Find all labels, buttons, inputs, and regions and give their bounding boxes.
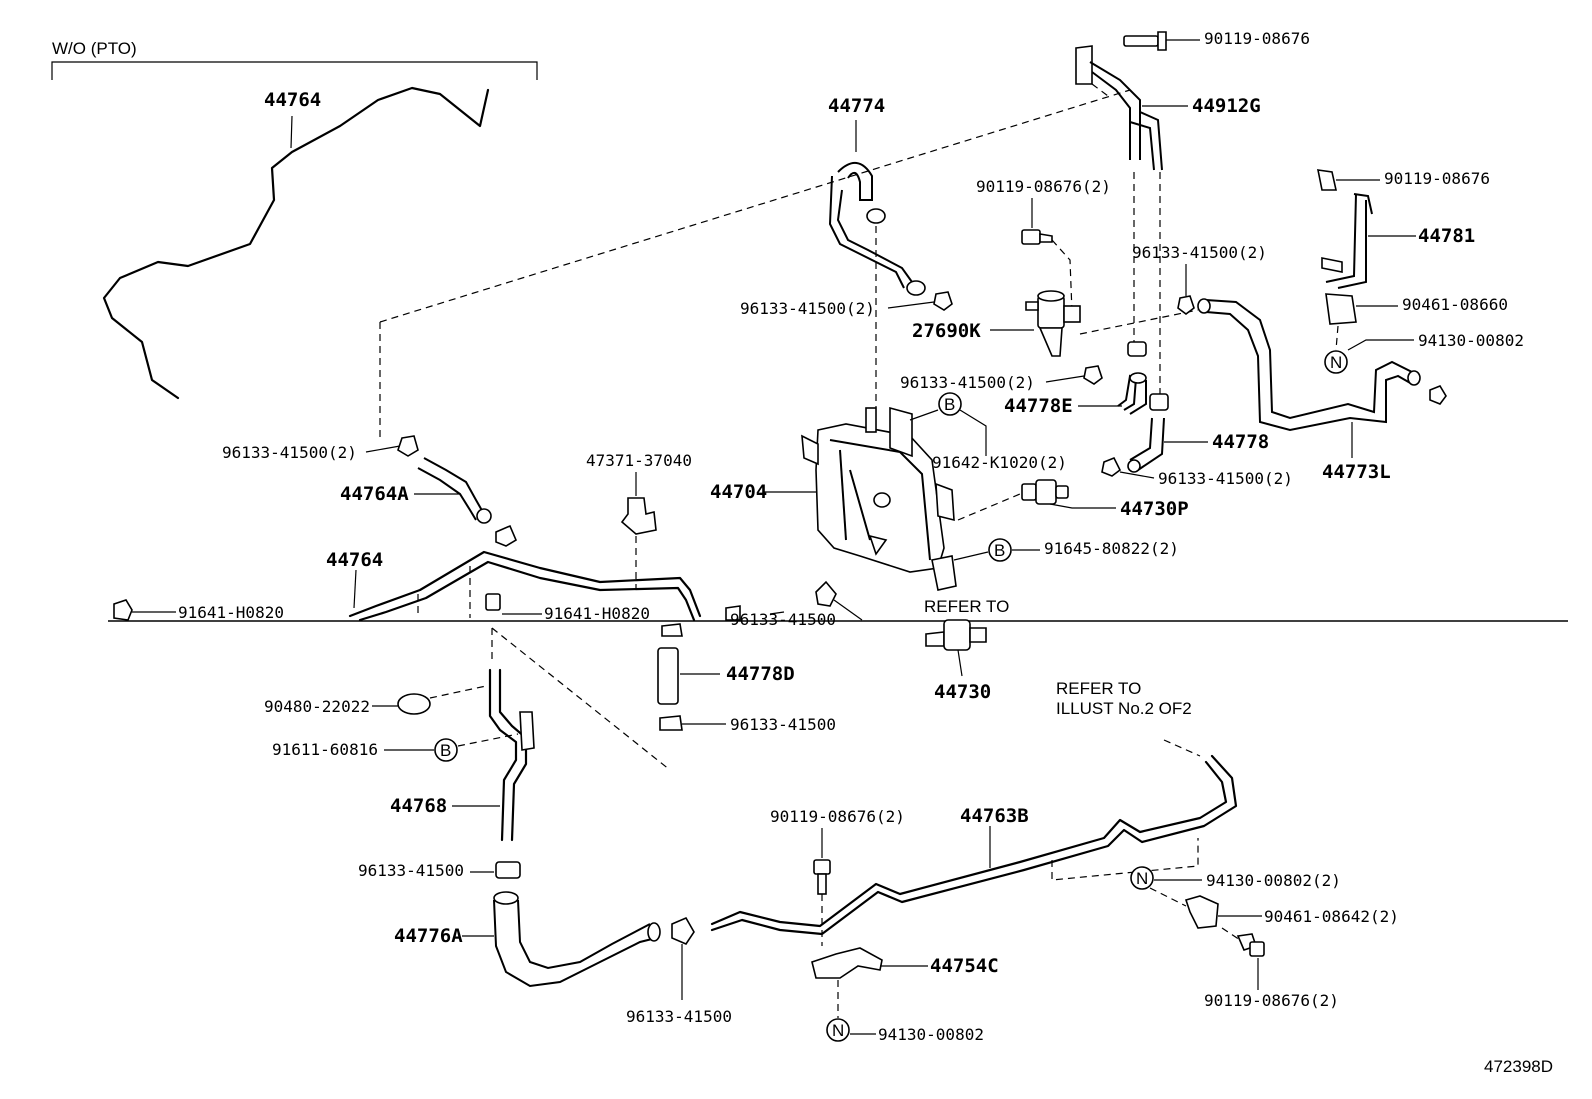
pipe-44768: 44768 90480-22022 B 91611-60816 96133-41… [264,627,671,880]
valve-44730: 44730 [925,619,991,703]
label-44764a: 44764A [340,483,409,505]
hose-44773l: 44773L [1197,298,1447,483]
label-94130-bottom: 94130-00802 [878,1025,984,1044]
label-44764-top: 44764 [264,89,321,111]
label-94130-low2: 94130-00802(2) [1206,871,1341,890]
label-44754c: 44754C [930,955,999,977]
label-44778: 44778 [1212,431,1269,453]
dashed-link-diagonal [379,89,1131,323]
label-90119-2: 90119-08676(2) [976,177,1111,196]
label-44781: 44781 [1418,225,1475,247]
bracket-44781: 90119-08676 44781 90461-08660 N 94130-00… [1316,169,1524,374]
label-96133-a: 96133-41500(2) [1132,243,1267,262]
label-96133-h: 96133-41500 [626,1007,732,1026]
label-44773l: 44773L [1322,461,1391,483]
label-27690k: 27690K [912,320,981,342]
label-44912g: 44912G [1192,95,1261,117]
label-44704: 44704 [710,481,767,503]
clamp-labels-top-right: 96133-41500(2) 96133-41500(2) 96133-4150… [740,243,1267,392]
label-91641-b: 91641-H0820 [544,604,650,623]
label-96133-f: 96133-41500 [730,715,836,734]
label-96133-b: 96133-41500(2) [740,299,875,318]
label-94130-right: 94130-00802 [1418,331,1524,350]
solenoid-27690k: 90119-08676(2) 27690K [912,177,1199,357]
label-90461-08642: 90461-08642(2) [1264,907,1399,926]
label-44778d: 44778D [726,663,795,685]
hose-44774: 44774 [828,95,926,408]
tank-44704: 44704 B 91642-K1020(2) B 91645-80822(2) [710,392,1179,591]
clip-47371: 47371-37040 [586,451,692,588]
clamp-group-right-lower: N 94130-00802(2) 90461-08642(2) 90119-08… [1051,838,1399,1010]
section-cut-line: 96133-41500 REFER TO [108,580,1568,629]
label-91645: 91645-80822(2) [1044,539,1179,558]
label-44730p: 44730P [1120,498,1189,520]
section-bracket: W/O (PTO) [51,39,538,80]
note-refer-to-1: REFER TO [924,597,1009,616]
hose-44776a: 44776A 96133-41500 [394,891,732,1026]
hoses-44778: 44778E 44778 96133-41500(2) [1004,372,1293,488]
bracket-44912g: 90119-08676 44912G [1075,29,1310,398]
hose-44778d: 44778D 96133-41500 [657,623,836,734]
label-44778e: 44778E [1004,395,1073,417]
section-label: W/O (PTO) [52,39,137,58]
pipe-44764-mid: 44764 [326,549,702,622]
clamp-44754c: 44754C N 94130-00802 [811,947,999,1044]
label-96133-g: 96133-41500 [358,861,464,880]
note-refer-illust: REFER TO ILLUST No.2 OF2 [1056,679,1201,757]
label-91611: 91611-60816 [272,740,378,759]
figure-id: 472398D [1484,1057,1553,1076]
marker-b-91611: B [440,741,451,760]
nuts-91641: 91641-H0820 91641-H0820 [113,593,650,623]
label-96133-c: 96133-41500(2) [900,373,1035,392]
label-91641-a: 91641-H0820 [178,603,284,622]
marker-b-tank: B [944,395,955,414]
note-refer-to-2b: ILLUST No.2 OF2 [1056,699,1192,718]
label-91642: 91642-K1020(2) [932,453,1067,472]
label-96133-d: 96133-41500(2) [1158,469,1293,488]
label-96133-cut: 96133-41500 [730,610,836,629]
hose-44764a: 96133-41500(2) 44764A [222,435,518,547]
label-90119-top: 90119-08676 [1204,29,1310,48]
label-44730: 44730 [934,681,991,703]
marker-b-91645: B [994,541,1005,560]
pipe-44763b: 44763B [710,754,1238,936]
marker-n-lower: N [1136,869,1148,888]
bolt-90119-lower: 90119-08676(2) [770,807,905,946]
marker-n-right: N [1330,353,1342,372]
label-90119-right: 90119-08676 [1384,169,1490,188]
label-44764-mid: 44764 [326,549,383,571]
label-90119-bottom: 90119-08676(2) [1204,991,1339,1010]
marker-n-bottom: N [832,1021,844,1040]
label-90461-08660: 90461-08660 [1402,295,1508,314]
note-refer-to-2a: REFER TO [1056,679,1141,698]
label-44768: 44768 [390,795,447,817]
valve-44730p: 44730P [957,479,1189,521]
label-47371: 47371-37040 [586,451,692,470]
label-44776a: 44776A [394,925,463,947]
label-90119-low: 90119-08676(2) [770,807,905,826]
label-96133-e: 96133-41500(2) [222,443,357,462]
label-90480: 90480-22022 [264,697,370,716]
label-44774: 44774 [828,95,885,117]
label-44763b: 44763B [960,805,1029,827]
pipe-44764-top: 44764 [102,86,490,400]
